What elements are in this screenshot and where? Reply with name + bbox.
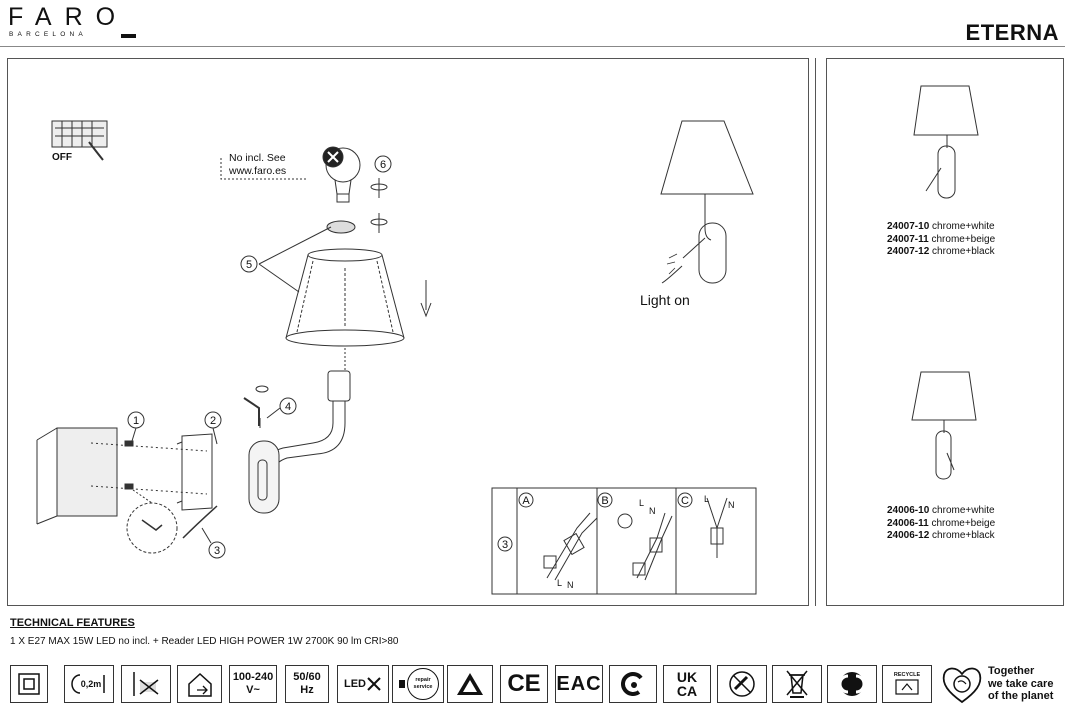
detail-step-label: 3 (502, 539, 508, 551)
lamp-light-on-illustration (660, 120, 754, 284)
class-ii-icon (10, 665, 48, 703)
wire-l-b: L (639, 498, 644, 508)
variant-row: 24007-11 chrome+beige (887, 233, 996, 245)
variant-row: 24007-10 chrome+white (887, 221, 995, 232)
variant-row: 24007-12 chrome+black (887, 246, 995, 257)
step-3-label: 3 (214, 545, 220, 557)
lamp-24006-icon (911, 371, 977, 480)
variant-row: 24006-12 chrome+black (887, 530, 995, 541)
wire-n-a: N (567, 580, 574, 590)
wire-l-a: L (557, 578, 562, 588)
note-line-2: www.faro.es (228, 165, 286, 177)
weee-bin-icon (772, 665, 822, 703)
panel-separator (815, 58, 816, 606)
step-5-label: 5 (246, 259, 252, 271)
note-line-1: No incl. See (229, 152, 286, 164)
bulb-icon (322, 146, 361, 203)
detail-panel-a: A (522, 495, 530, 507)
light-on-label: Light on (640, 292, 690, 308)
wiring-detail-box (491, 487, 757, 595)
green-dot-icon (827, 665, 877, 703)
circuit-breaker-icon (51, 120, 108, 161)
led-not-replaceable-icon: LED (337, 665, 389, 703)
assembly-panel (7, 58, 809, 606)
step-4-label: 4 (285, 401, 291, 413)
brand-logo: FARO (8, 3, 129, 31)
detail-panel-b: B (601, 495, 608, 507)
lampshade-icon (285, 248, 405, 347)
technical-features-description: 1 X E27 MAX 15W LED no incl. + Reader LE… (10, 636, 399, 647)
wire-n-c: N (728, 500, 735, 510)
variant-illustrations (911, 85, 979, 480)
min-distance-icon: 0,2m (64, 665, 114, 703)
warning-triangle-icon (447, 665, 493, 703)
detail-panel-c: C (681, 495, 689, 507)
indoor-use-icon (177, 665, 222, 703)
step-6-label: 6 (380, 159, 386, 171)
step-1-label: 1 (133, 415, 139, 427)
variant-row: 24006-11 chrome+beige (887, 517, 996, 529)
wire-n-b: N (649, 506, 656, 516)
eac-mark-icon: EAC (555, 665, 603, 703)
conformity-swirl-icon (609, 665, 657, 703)
ce-mark-icon: CE (500, 665, 548, 703)
lamp-24007-icon (913, 85, 979, 199)
planet-slogan: Together we take care of the planet (988, 665, 1054, 702)
step-2-label: 2 (210, 415, 216, 427)
variant-list-24007: 24007-10 chrome+white 24007-11 chrome+be… (887, 221, 995, 259)
logo-bar (121, 34, 136, 38)
recycle-box-icon: RECYCLE (882, 665, 932, 703)
technical-features-title: TECHNICAL FEATURES (10, 617, 135, 629)
header-divider (0, 46, 1065, 47)
variant-row: 24006-10 chrome+white (887, 505, 995, 516)
no-chemicals-icon (717, 665, 767, 703)
variants-panel (826, 58, 1064, 606)
variant-list-24006: 24006-10 chrome+white 24006-11 chrome+be… (887, 505, 995, 543)
planet-heart-icon (940, 662, 984, 706)
brand-subtitle: BARCELONA (9, 31, 87, 38)
wire-l-c: L (704, 494, 709, 504)
assembly-diagram: 1 2 3 4 5 6 3 A B C L N L N L N OFF No i… (36, 120, 757, 595)
off-label: OFF (52, 152, 72, 163)
product-title: ETERNA (965, 20, 1059, 45)
no-insulation-cover-icon (121, 665, 171, 703)
